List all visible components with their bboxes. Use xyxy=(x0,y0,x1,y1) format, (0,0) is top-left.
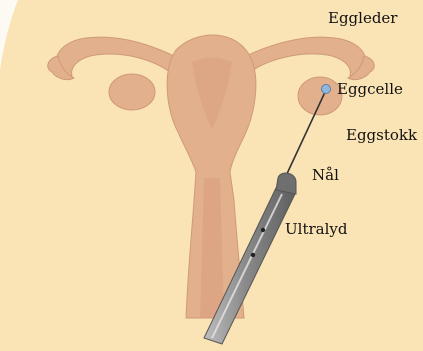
label-ultrasound: Ultralyd xyxy=(285,222,347,237)
vaginal-canal-shade xyxy=(200,178,224,318)
probe-tip xyxy=(276,173,296,194)
egg-cell xyxy=(322,85,331,94)
left-ovary xyxy=(109,74,155,110)
probe-dot-upper xyxy=(261,228,265,232)
label-needle: Nål xyxy=(312,168,339,183)
label-ovary: Eggstokk xyxy=(346,128,417,143)
label-fallopian-tube: Eggleder xyxy=(328,11,397,26)
label-egg-cell: Eggcelle xyxy=(337,82,403,97)
right-ovary xyxy=(298,77,342,115)
probe-dot-lower xyxy=(251,253,255,257)
